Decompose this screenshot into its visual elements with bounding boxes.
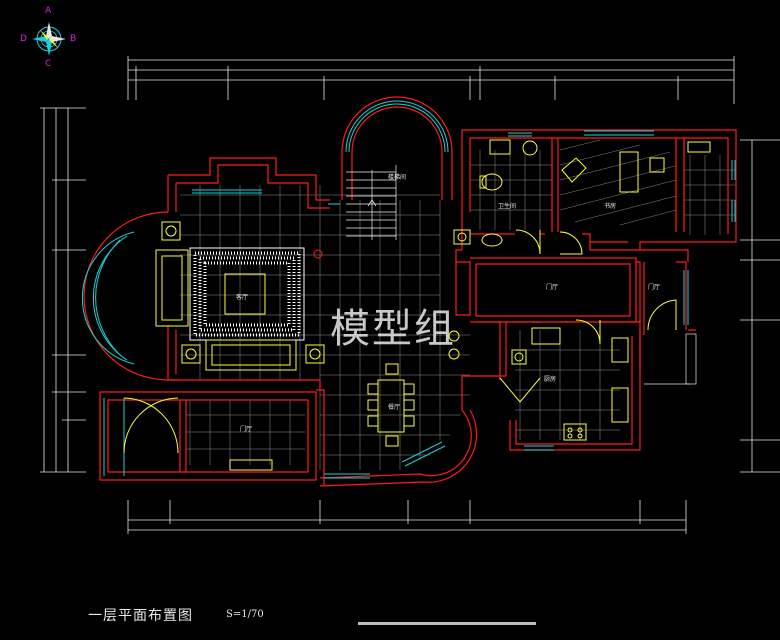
toilet-icon bbox=[481, 173, 503, 191]
room-label-bath: 卫生间 bbox=[498, 203, 517, 210]
sofa-bottom-icon bbox=[205, 339, 297, 371]
side-table-icon bbox=[161, 221, 181, 241]
sofa-left-icon bbox=[155, 249, 189, 327]
drawing-title: 一层平面布置图 bbox=[88, 608, 193, 624]
compass-west-label: D bbox=[20, 34, 27, 44]
column-marker-icon bbox=[313, 249, 323, 259]
compass-south-label: C bbox=[45, 59, 52, 69]
left-dimension-lines bbox=[40, 107, 86, 473]
windows bbox=[81, 100, 736, 479]
walls bbox=[83, 96, 737, 487]
armchair-icon bbox=[561, 157, 587, 183]
compass-rose-icon bbox=[32, 22, 66, 56]
room-label-porch: 门厅 bbox=[240, 426, 253, 433]
living-room-carpet bbox=[189, 247, 305, 341]
bottom-dimension-lines bbox=[127, 500, 687, 534]
room-label-dining: 餐厅 bbox=[388, 404, 401, 411]
compass-east-label: B bbox=[70, 34, 77, 44]
bath-sink-icon bbox=[489, 139, 511, 155]
room-label-living: 客厅 bbox=[236, 294, 249, 301]
floor-tiles bbox=[180, 150, 735, 470]
compass-north-label: A bbox=[45, 6, 52, 16]
top-dimension-lines bbox=[127, 56, 735, 104]
right-side-details bbox=[644, 333, 697, 385]
room-label-kitchen: 厨房 bbox=[544, 376, 557, 383]
room-label-hall: 门厅 bbox=[546, 284, 559, 291]
room-label-entry: 门厅 bbox=[648, 284, 661, 291]
drawing-scale: S=1/70 bbox=[226, 609, 264, 620]
wood-floor-hatch bbox=[559, 139, 677, 226]
right-dimension-lines bbox=[740, 139, 780, 473]
staircase bbox=[346, 165, 397, 240]
study-desk-icon bbox=[619, 151, 639, 193]
room-label-stair: 楼梯间 bbox=[388, 174, 407, 181]
stove-icon bbox=[563, 423, 587, 441]
watermark-text: 模型组 bbox=[330, 306, 456, 352]
doors bbox=[123, 229, 677, 454]
horizontal-scrollbar[interactable] bbox=[358, 622, 536, 625]
room-label-study: 书房 bbox=[604, 203, 617, 210]
kitchen-counter-icon bbox=[531, 327, 561, 345]
furniture bbox=[155, 139, 711, 471]
